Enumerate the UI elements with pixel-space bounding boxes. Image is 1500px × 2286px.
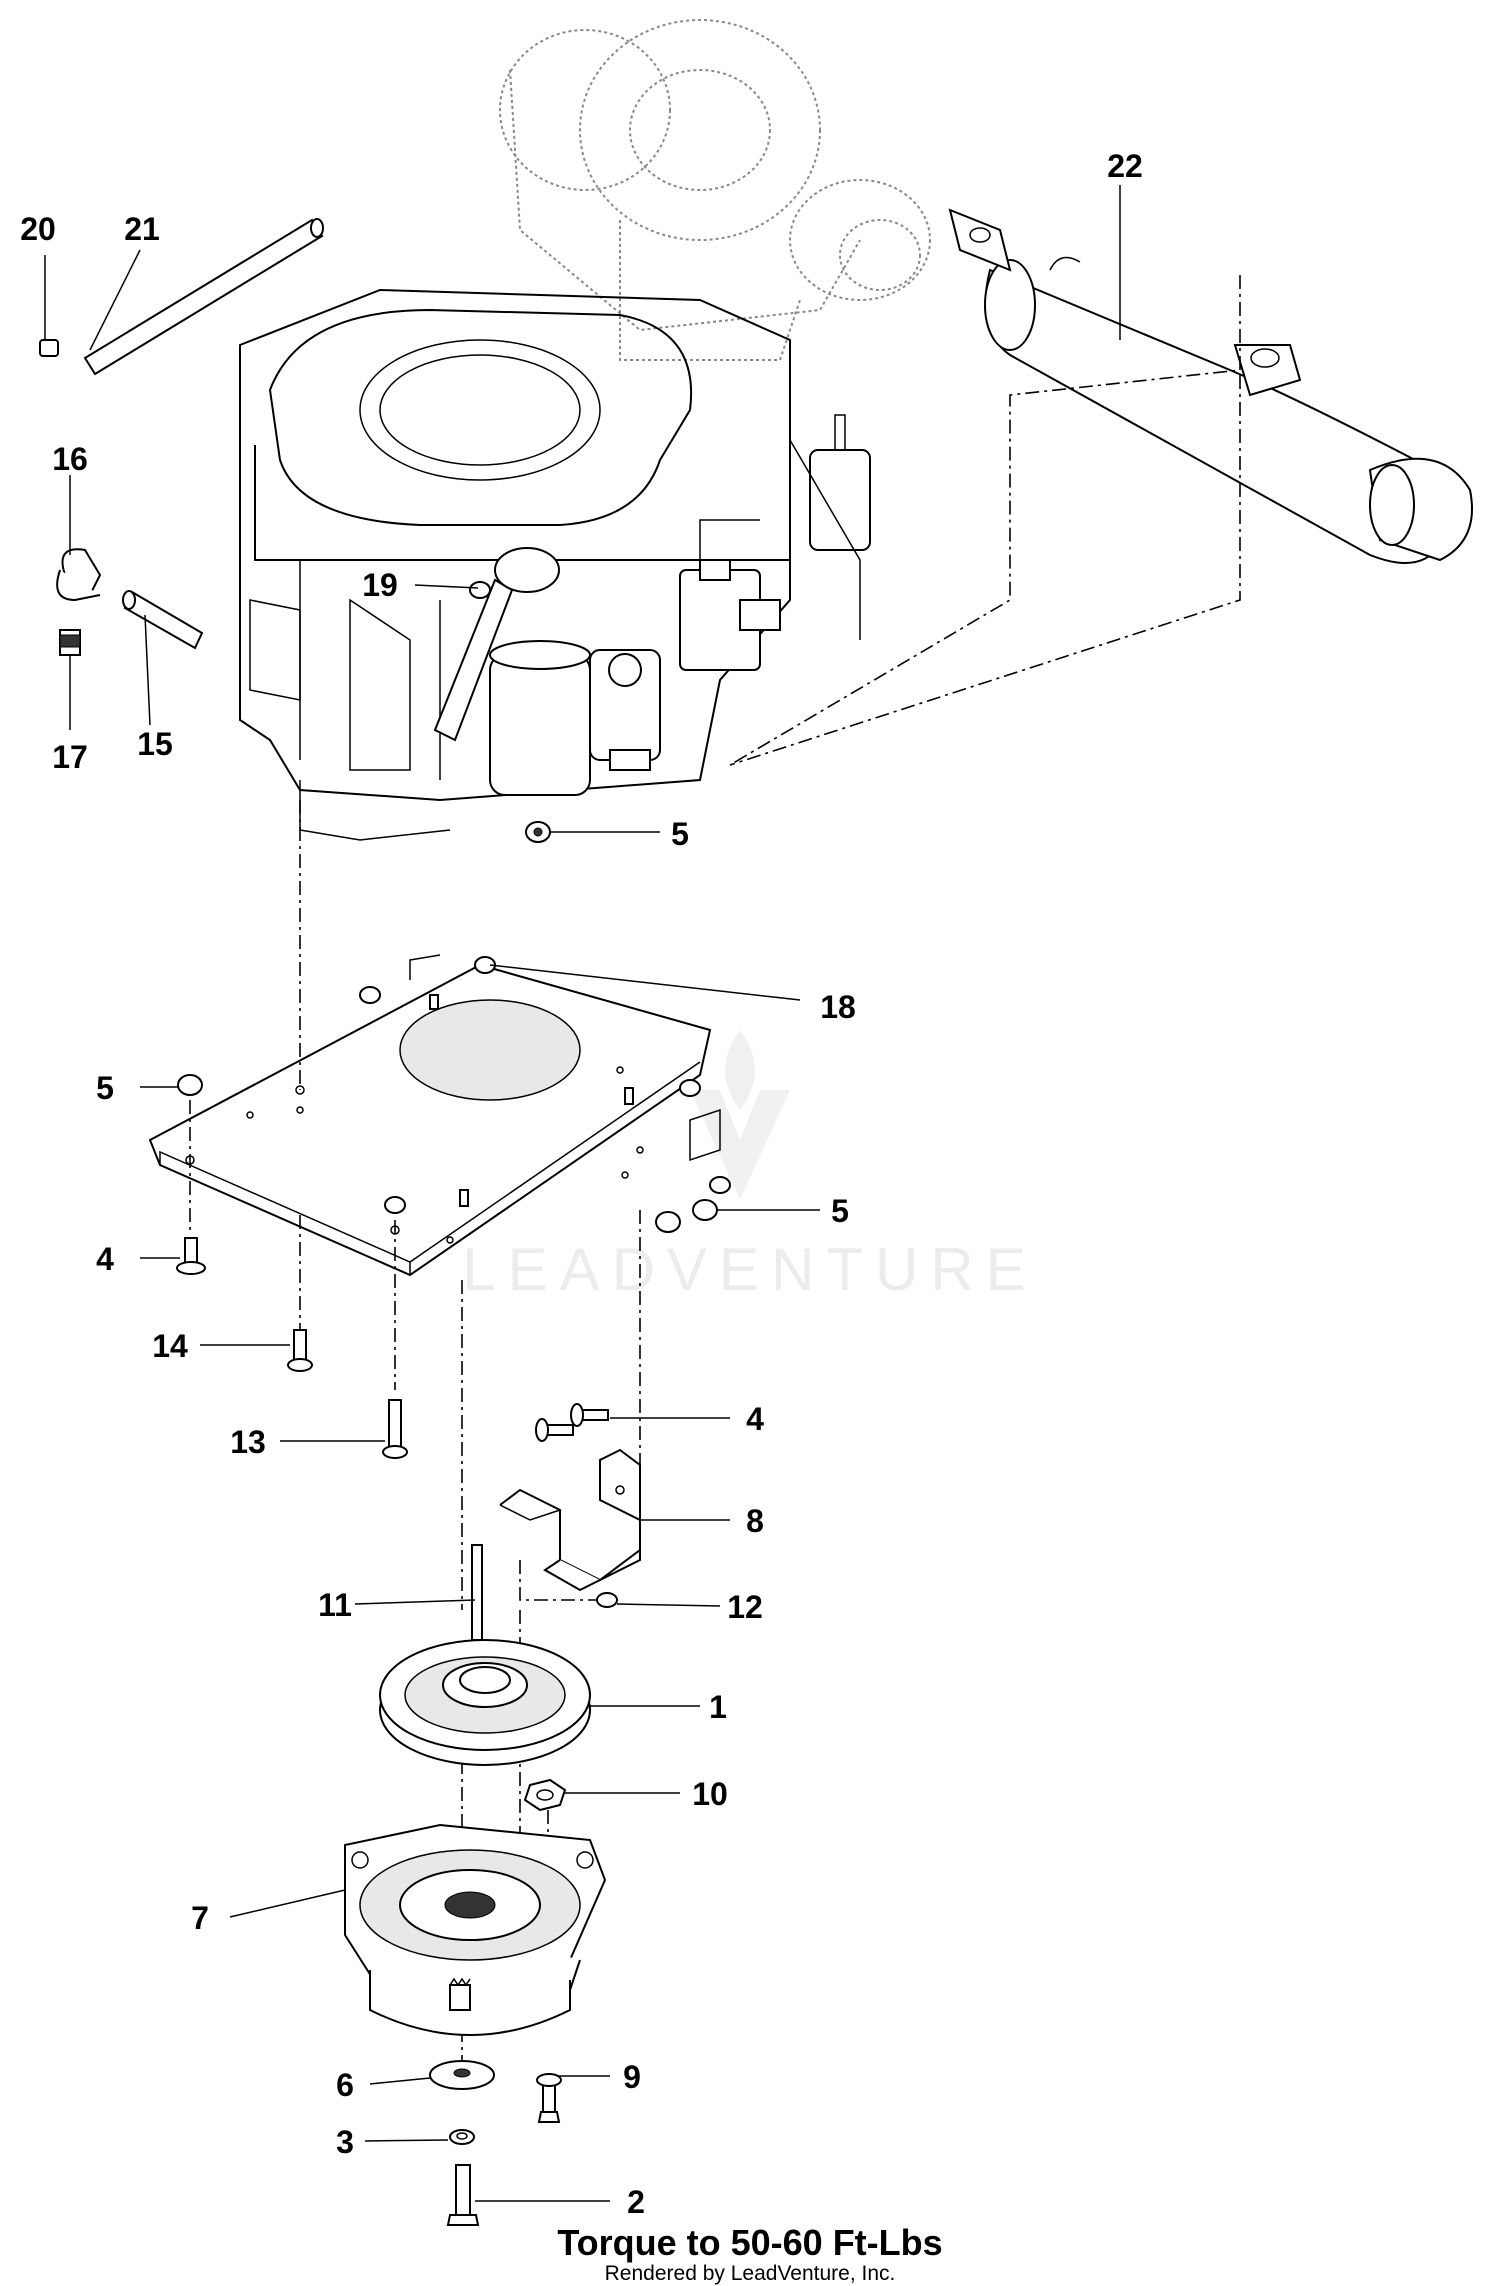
callout-5-plate-left: 5 (96, 1070, 114, 1106)
callout-4-plate: 4 (96, 1241, 114, 1277)
callout-1: 1 (709, 1689, 727, 1725)
callout-14: 14 (152, 1328, 188, 1364)
callout-18: 18 (820, 989, 856, 1025)
callout-16: 16 (52, 441, 88, 477)
leader-lines (44, 185, 1121, 2202)
callout-13: 13 (230, 1424, 266, 1460)
watermark-logo (690, 1030, 790, 1200)
callout-9: 9 (623, 2059, 641, 2095)
callout-5-plate-right: 5 (831, 1193, 849, 1229)
part-20-nut (39, 339, 59, 357)
render-credit: Rendered by LeadVenture, Inc. (604, 2262, 896, 2285)
watermark-text: LEADVENTURE (462, 1236, 1037, 1303)
engine-illustration (39, 19, 931, 843)
torque-note: Torque to 50-60 Ft-Lbs (557, 2222, 943, 2263)
callout-17: 17 (52, 739, 88, 775)
callout-12: 12 (727, 1589, 763, 1625)
engine-plate-illustration (148, 954, 731, 1277)
callout-3: 3 (336, 2124, 354, 2160)
callout-22: 22 (1107, 148, 1143, 184)
muffler-illustration (948, 208, 1473, 564)
callout-8: 8 (746, 1503, 764, 1539)
callout-11: 11 (318, 1587, 352, 1623)
callout-15: 15 (137, 726, 173, 762)
hardware-illustration (176, 1237, 641, 2226)
callout-labels: 20 21 22 16 19 17 15 5 18 5 5 4 14 13 4 … (20, 148, 1143, 2220)
callout-5-engine: 5 (671, 816, 689, 852)
callout-21: 21 (124, 211, 160, 247)
callout-7: 7 (191, 1900, 209, 1936)
callout-4-bracket: 4 (746, 1401, 764, 1437)
callout-20: 20 (20, 211, 56, 247)
callout-10: 10 (692, 1776, 728, 1812)
callout-6: 6 (336, 2067, 354, 2103)
callout-2: 2 (627, 2184, 645, 2220)
callout-19: 19 (362, 567, 398, 603)
